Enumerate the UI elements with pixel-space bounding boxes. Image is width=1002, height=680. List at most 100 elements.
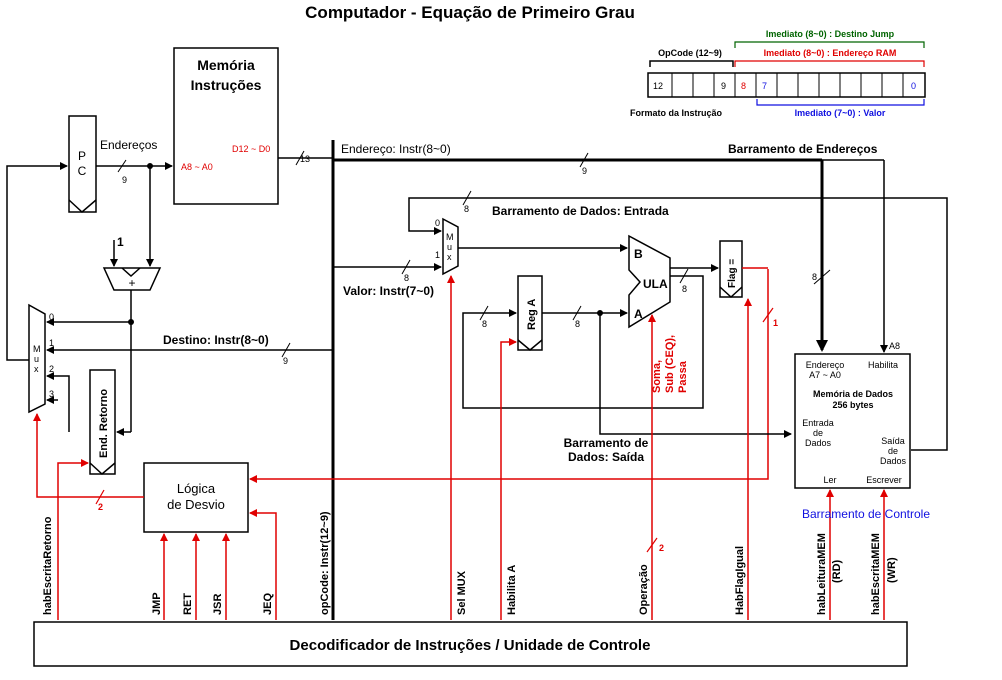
logica-label-1: Lógica: [177, 481, 216, 496]
instruction-memory: Memória Instruções A8 ~ A0 D12 ~ D0: [173, 47, 279, 205]
reg-a-out-width: 8: [575, 319, 580, 329]
pc-address-bus: 9 Endereços: [96, 138, 173, 267]
sig-jmp: JMP: [151, 592, 163, 615]
data-input-mux: M u x 0 1 8 Barramento de Dados: Entrada…: [333, 190, 948, 620]
ram-saida-2: de: [888, 446, 898, 456]
ram-saida-1: Saída: [881, 436, 905, 446]
in-mux-m: M: [446, 232, 454, 242]
rom-title-2: Instruções: [191, 77, 262, 93]
adder-constant: 1: [117, 235, 124, 249]
rom-box: [173, 47, 279, 205]
barramento-enderecos-label: Barramento de Endereços: [728, 142, 878, 156]
ula-out-width: 8: [682, 284, 687, 294]
pc-clock-triangle: [68, 199, 97, 214]
instruction-decoder: Decodificador de Instruções / Unidade de…: [33, 621, 908, 667]
sig-hab-escrita-retorno: habEscritaRetorno: [42, 516, 54, 615]
imm-value-label: Imediato (7~0) : Valor: [795, 108, 886, 118]
operacao-width: 2: [659, 543, 664, 553]
pc-adder: + 1: [102, 235, 162, 432]
in-mux-in1: 1: [435, 250, 440, 260]
pc-mux-in2: 2: [49, 364, 54, 374]
opcode-field-label: OpCode (12~9): [658, 48, 722, 58]
ram-title-2: 256 bytes: [832, 400, 873, 410]
in-mux-x: x: [447, 252, 452, 262]
barramento-saida-1: Barramento de: [564, 436, 649, 450]
bit-9-label: 9: [721, 81, 726, 91]
pc-bus-width: 9: [122, 175, 127, 185]
endereco-instr-label: Endereço: Instr(8~0): [341, 142, 451, 156]
ram-endereco: Endereço: [806, 360, 845, 370]
imm-jump-bracket: [734, 41, 925, 48]
addr-bus-width: 9: [582, 166, 587, 176]
bit-7-label: 7: [762, 81, 767, 91]
pc-mux: M u x 0 1 2 3 9 Destino: Instr(8~0): [6, 162, 333, 432]
data-memory: Endereço A7 ~ A0 Habilita A8 Memória de …: [564, 341, 930, 620]
alu: B A ULA Soma, Sub (CEQ), Passa 2: [628, 234, 719, 620]
ula-ops-3: Passa: [677, 360, 689, 393]
enderecos-label: Endereços: [100, 138, 157, 152]
imm-jump-label: Imediato (8~0) : Destino Jump: [766, 29, 895, 39]
pc-label-c: C: [78, 164, 87, 178]
page-title: Computador - Equação de Primeiro Grau: [305, 3, 635, 22]
pc-mux-in1: 1: [49, 338, 54, 348]
pc-mux-in0: 0: [49, 312, 54, 322]
rom-data-output-label: D12 ~ D0: [232, 144, 270, 154]
opcode-field-bracket: [649, 60, 734, 67]
ula-label: ULA: [643, 277, 668, 291]
destino-width: 9: [283, 356, 288, 366]
flag-register: Flag = 1: [719, 240, 778, 620]
barramento-controle-label: Barramento de Controle: [802, 507, 930, 521]
instruction-word-box: [647, 72, 926, 98]
reg-a-label: Reg A: [526, 299, 538, 330]
ula-in-b: B: [634, 247, 643, 261]
sig-habilita-a: Habilita A: [506, 565, 518, 615]
sig-hab-escrita-mem: habEscritaMEM: [870, 533, 882, 615]
ram-habilita: Habilita: [868, 360, 898, 370]
pc-mux-in3: 3: [49, 389, 54, 399]
bit-12-label: 12: [653, 81, 663, 91]
bit-0-label: 0: [911, 81, 916, 91]
instruction-bit-dividers: [671, 73, 904, 97]
ram-escrever: Escrever: [866, 475, 902, 485]
sig-hab-flag-igual: HabFlagIgual: [734, 546, 746, 615]
flag-label: Flag =: [727, 259, 738, 288]
bit-8-label: 8: [741, 81, 746, 91]
destino-label: Destino: Instr(8~0): [163, 333, 269, 347]
sig-sel-mux: Sel MUX: [456, 570, 468, 615]
ula-ops-2: Sub (CEQ),: [664, 335, 676, 393]
sig-jsr: JSR: [212, 594, 224, 615]
pc-mux-m: M: [33, 344, 41, 354]
sig-hab-leitura-mem: habLeituraMEM: [816, 533, 828, 615]
imm-value-bracket: [756, 99, 925, 106]
ram-entrada-3: Dados: [805, 438, 832, 448]
barramento-entrada-label: Barramento de Dados: Entrada: [492, 204, 669, 218]
sig-jeq: JEQ: [262, 593, 274, 615]
ram-a7a0: A7 ~ A0: [809, 370, 841, 380]
pc-label-p: P: [78, 149, 86, 163]
ula-in-a: A: [634, 307, 643, 321]
in-mux-u: u: [447, 242, 452, 252]
barramento-saida-2: Dados: Saída: [568, 450, 644, 464]
rom-title-1: Memória: [197, 57, 255, 73]
control-signal-labels: habEscritaRetorno JMP RET JSR JEQ opCode…: [42, 511, 898, 615]
instruction-bus: 13 9 Endereço: Instr(8~0) Barramento de …: [278, 140, 888, 620]
sig-ret: RET: [182, 593, 194, 615]
sig-wr: (WR): [886, 557, 898, 583]
instruction-format: 12 9 8 7 0 OpCode (12~9) Imediato (8~0) …: [630, 29, 926, 118]
sig-rd: (RD): [831, 559, 843, 583]
program-counter: P C: [68, 115, 97, 214]
ram-a8: A8: [889, 341, 900, 351]
ram-entrada-2: de: [813, 428, 823, 438]
sig-opcode: opCode: Instr(12~9): [319, 511, 331, 615]
return-address-register: End. Retorno: [57, 369, 131, 620]
branch-logic: Lógica de Desvio 2: [33, 269, 769, 620]
ram-ler: Ler: [823, 475, 836, 485]
branch-sel-width: 2: [98, 502, 103, 512]
pc-mux-u: u: [34, 354, 39, 364]
sig-operacao: Operação: [638, 564, 650, 615]
rom-address-input-label: A8 ~ A0: [181, 162, 213, 172]
valor-label: Valor: Instr(7~0): [343, 284, 434, 298]
pc-box: [68, 115, 97, 213]
valor-width: 8: [404, 273, 409, 283]
